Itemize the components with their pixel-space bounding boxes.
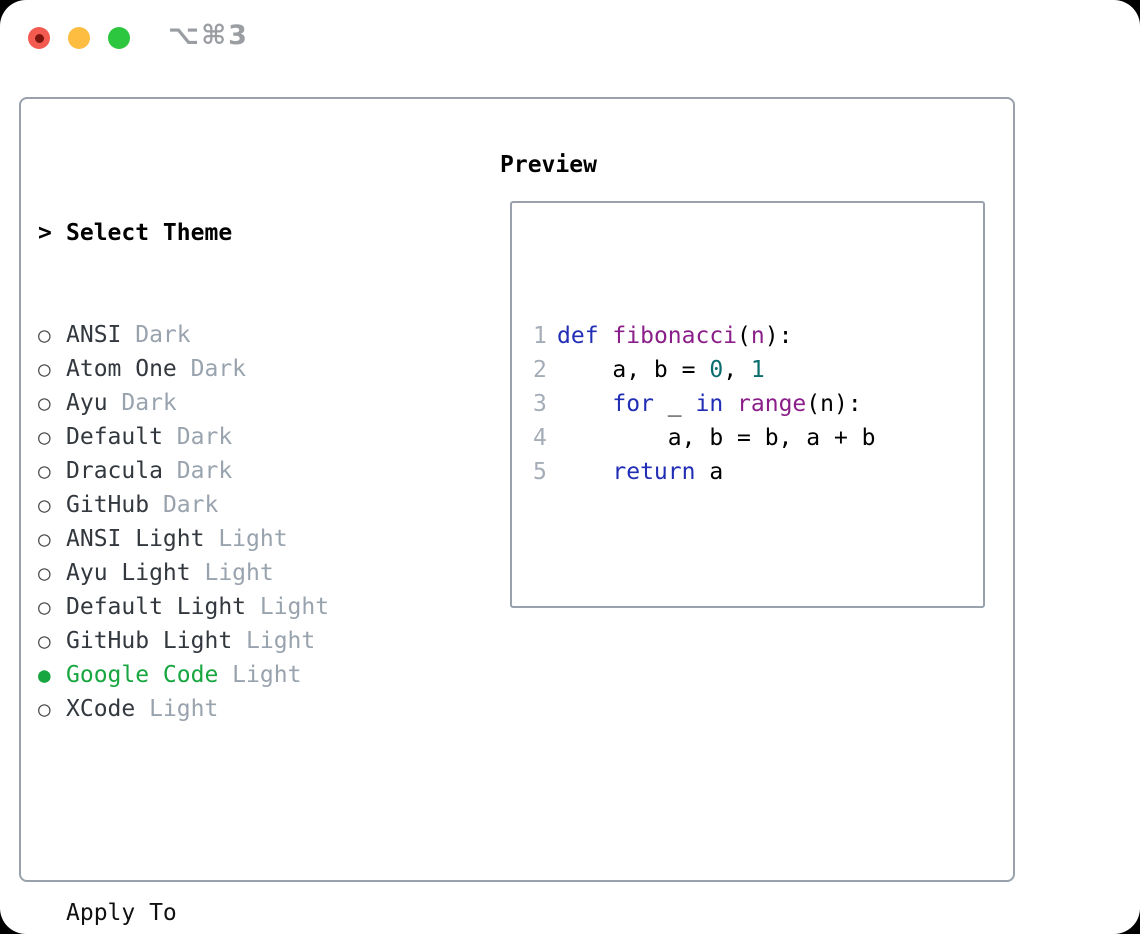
zoom-button[interactable]	[108, 27, 130, 49]
code-line: 1 def fibonacci(n):	[533, 319, 983, 353]
theme-variant-tag: Dark	[162, 458, 233, 484]
radio-icon: ○	[38, 527, 51, 551]
code-token: n	[750, 323, 765, 349]
theme-name: GitHub Light	[66, 628, 233, 654]
theme-name: Default Light	[66, 594, 247, 620]
line-number: 1	[533, 323, 547, 349]
code-token: range	[737, 391, 807, 417]
code-token	[557, 459, 612, 485]
code-line: 4 a, b = b, a + b	[533, 421, 983, 455]
theme-option-ayu[interactable]: ○ Ayu Dark	[38, 386, 426, 420]
radio-icon: ○	[38, 357, 51, 381]
theme-variant-tag: Dark	[121, 322, 191, 348]
radio-icon: ○	[38, 323, 51, 347]
select-theme-header: > Select Theme	[38, 216, 426, 250]
theme-name: XCode	[66, 696, 136, 722]
code-line: 3 for _ in range(n):	[533, 387, 983, 421]
theme-name: Google Code	[66, 662, 219, 688]
theme-name: Atom One	[66, 356, 177, 382]
theme-variant-tag: Dark	[149, 492, 219, 518]
theme-option-github[interactable]: ○ GitHub Dark	[38, 488, 426, 522]
theme-variant-tag: Light	[190, 560, 274, 586]
code-line: 2 a, b = 0, 1	[533, 353, 983, 387]
code-token: a	[695, 459, 724, 485]
theme-option-google-code[interactable]: ● Google Code Light	[38, 658, 426, 692]
theme-variant-tag: Light	[218, 662, 302, 688]
main-panel: > Select Theme ○ ANSI Dark ○ Atom One Dark ○ A…	[19, 97, 1015, 926]
theme-option-dracula[interactable]: ○ Dracula Dark	[38, 454, 426, 488]
close-button[interactable]	[28, 27, 50, 49]
theme-variant-tag: Light	[246, 594, 330, 620]
radio-icon: ○	[38, 629, 51, 653]
code-token: _	[653, 391, 696, 417]
theme-option-ayu-light[interactable]: ○ Ayu Light Light	[38, 556, 426, 590]
code-token: 0	[709, 357, 724, 383]
radio-icon: ○	[38, 697, 51, 721]
theme-variant-tag: Light	[135, 696, 219, 722]
theme-option-default[interactable]: ○ Default Dark	[38, 420, 426, 454]
code-token: for	[612, 391, 654, 417]
theme-list: ○ ANSI Dark ○ Atom One Dark ○ Ayu Dark ○ Defaul…	[38, 318, 426, 726]
code-line: 5 return a	[533, 455, 983, 489]
code-token: a, b =	[557, 357, 710, 383]
code-token	[599, 323, 613, 349]
theme-option-default-light[interactable]: ○ Default Light Light	[38, 590, 426, 624]
theme-name: Dracula	[66, 458, 163, 484]
theme-variant-tag: Light	[204, 526, 288, 552]
line-number: 4	[533, 425, 547, 451]
radio-icon: ○	[38, 595, 51, 619]
code-token	[557, 391, 612, 417]
code-token: ):	[764, 323, 793, 349]
theme-variant-tag: Dark	[107, 390, 177, 416]
radio-icon: ○	[38, 561, 51, 585]
line-number: 3	[533, 391, 547, 417]
close-dot-icon	[34, 33, 44, 43]
line-number: 5	[533, 459, 547, 485]
apply-to-header: Apply To	[38, 896, 426, 930]
focus-caret-icon: >	[38, 220, 52, 246]
radio-icon: ○	[38, 459, 51, 483]
select-theme-label: Select Theme	[66, 220, 233, 246]
code-token	[723, 391, 737, 417]
radio-icon: ○	[38, 391, 51, 415]
minimize-button[interactable]	[68, 27, 90, 49]
code-token: in	[695, 391, 724, 417]
theme-option-atom-one[interactable]: ○ Atom One Dark	[38, 352, 426, 386]
theme-option-github-light[interactable]: ○ GitHub Light Light	[38, 624, 426, 658]
theme-name: ANSI	[66, 322, 122, 348]
titlebar: ⌥⌘3	[28, 20, 247, 51]
theme-name: Default	[66, 424, 163, 450]
code-token: fibonacci	[612, 323, 738, 349]
theme-name: ANSI Light	[66, 526, 205, 552]
apply-to-label: Apply To	[66, 900, 177, 926]
theme-option-ansi-light[interactable]: ○ ANSI Light Light	[38, 522, 426, 556]
theme-variant-tag: Light	[232, 628, 316, 654]
code-token: (	[737, 323, 751, 349]
line-number: 2	[533, 357, 547, 383]
theme-option-xcode[interactable]: ○ XCode Light	[38, 692, 426, 726]
theme-option-ansi[interactable]: ○ ANSI Dark	[38, 318, 426, 352]
theme-variant-tag: Dark	[162, 424, 233, 450]
theme-variant-tag: Dark	[176, 356, 247, 382]
code-token: def	[557, 323, 599, 349]
radio-icon: ●	[38, 663, 51, 687]
radio-icon: ○	[38, 425, 51, 449]
preview-label: Preview	[500, 152, 597, 178]
window-title: ⌥⌘3	[168, 20, 249, 51]
preview-gap	[533, 557, 983, 591]
code-token: (n):	[806, 391, 862, 417]
section-gap	[38, 794, 426, 828]
theme-picker: > Select Theme ○ ANSI Dark ○ Atom One Dark ○ A…	[38, 148, 426, 934]
radio-icon: ○	[38, 493, 51, 517]
theme-name: Ayu Light	[66, 560, 191, 586]
theme-name: GitHub	[66, 492, 150, 518]
code-token: 1	[750, 357, 765, 383]
code-token: ,	[723, 357, 751, 383]
code-token: return	[612, 459, 696, 485]
theme-name: Ayu	[66, 390, 108, 416]
code-token: a, b = b, a + b	[557, 425, 876, 451]
